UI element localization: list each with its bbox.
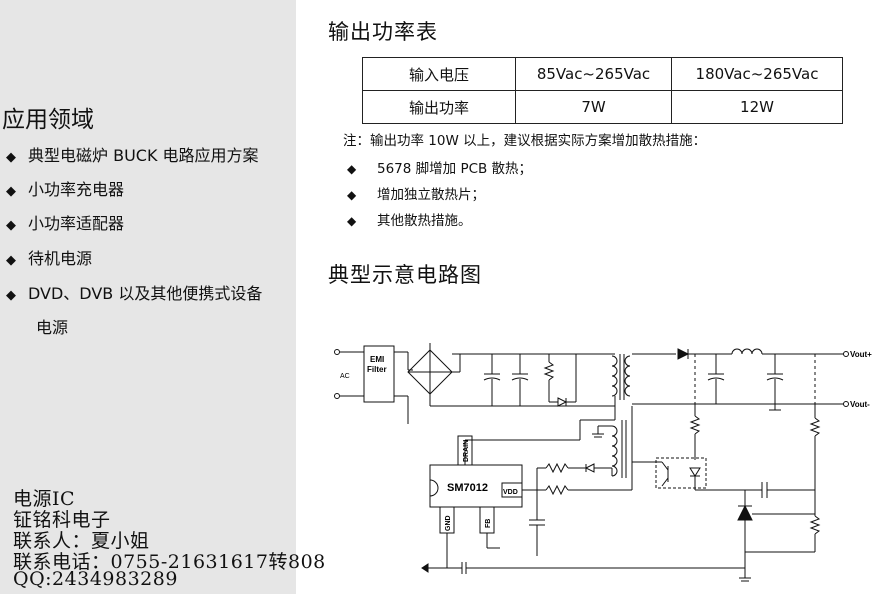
- vdd-pin: [501, 482, 523, 498]
- vdd-label: VDD: [503, 489, 518, 496]
- diamond-bullet-icon: ◆: [347, 162, 357, 176]
- heat-note: 注：输出功率 10W 以上，建议根据实际方案增加散热措施：: [343, 133, 707, 149]
- diamond-bullet-icon: ◆: [6, 150, 16, 165]
- list-item: ◆待机电源: [6, 249, 93, 268]
- table-cell: 7W: [515, 90, 672, 124]
- fb-label: FB: [485, 519, 492, 528]
- table-cell: 输入电压: [362, 57, 516, 91]
- applications-title: 应用领域: [2, 107, 94, 133]
- table-cell: 输出功率: [362, 90, 516, 124]
- power-table-title: 输出功率表: [328, 20, 438, 44]
- note-item: ◆其他散热措施。: [347, 213, 472, 229]
- list-item: ◆小功率适配器: [6, 214, 125, 233]
- table-cell: 85Vac~265Vac: [515, 57, 672, 91]
- list-item: ◆DVD、DVB 以及其他便携式设备: [6, 284, 263, 303]
- contact-line: 钲铭科电子: [13, 509, 111, 531]
- diamond-bullet-icon: ◆: [347, 188, 357, 202]
- table-cell: 180Vac~265Vac: [671, 57, 843, 91]
- power-table: 输入电压 85Vac~265Vac 180Vac~265Vac 输出功率 7W …: [362, 57, 843, 124]
- chip-label: SM7012: [447, 482, 488, 494]
- contact-line: 电源IC: [13, 488, 76, 510]
- gnd-label: GND: [445, 515, 452, 531]
- diamond-bullet-icon: ◆: [6, 253, 16, 268]
- note-item: ◆5678 脚增加 PCB 散热；: [347, 161, 533, 177]
- diamond-bullet-icon: ◆: [6, 184, 16, 199]
- circuit-title: 典型示意电路图: [328, 263, 482, 287]
- contact-line: 联系人：夏小姐: [13, 530, 150, 552]
- ac-label: AC: [340, 373, 350, 380]
- list-item-continuation: 电源: [36, 318, 69, 337]
- note-item: ◆增加独立散热片；: [347, 187, 485, 203]
- vout-plus-label: Vout+: [850, 350, 872, 359]
- contact-line: 联系电话：0755-21631617转808: [13, 551, 326, 573]
- left-panel: [0, 0, 296, 594]
- diamond-bullet-icon: ◆: [6, 288, 16, 303]
- table-cell: 12W: [671, 90, 843, 124]
- contact-line: QQ:2434983289: [13, 568, 178, 590]
- emi-filter-box: [363, 345, 395, 403]
- list-item: ◆典型电磁炉 BUCK 电路应用方案: [6, 146, 259, 165]
- list-item: ◆小功率充电器: [6, 180, 125, 199]
- table-row: 输入电压 85Vac~265Vac 180Vac~265Vac: [362, 57, 843, 91]
- table-row: 输出功率 7W 12W: [362, 90, 843, 124]
- diamond-bullet-icon: ◆: [6, 218, 16, 233]
- drain-pin: [457, 435, 473, 466]
- emi-label-2: Filter: [367, 365, 387, 374]
- diamond-bullet-icon: ◆: [347, 214, 357, 228]
- optocoupler: [655, 457, 707, 489]
- drain-label: DRAIN: [463, 440, 470, 462]
- vout-minus-label: Vout-: [850, 400, 870, 409]
- emi-label-1: EMI: [370, 355, 384, 364]
